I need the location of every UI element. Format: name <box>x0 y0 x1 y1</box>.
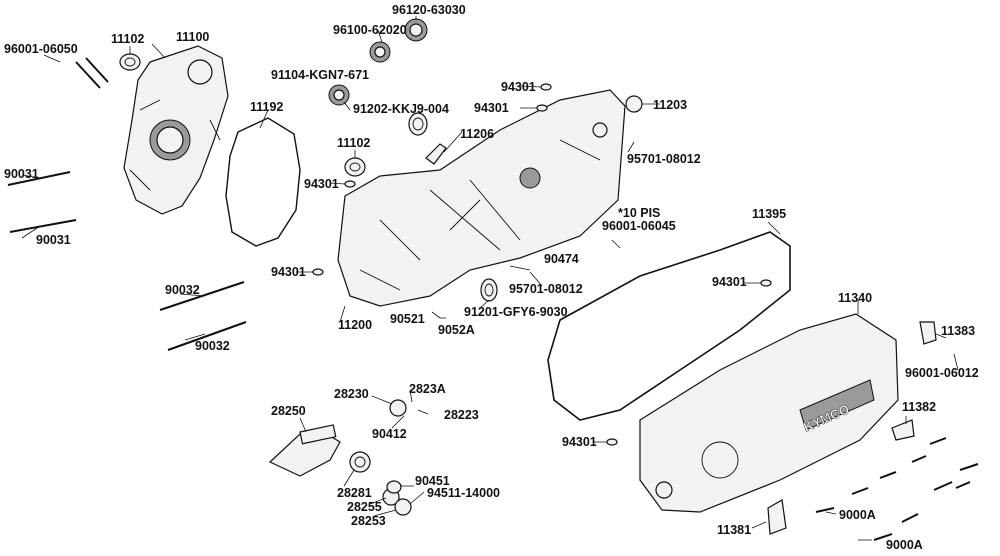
bushing-90451 <box>386 480 402 494</box>
label-11382: 11382 <box>902 400 937 414</box>
label-11200: 11200 <box>338 318 373 332</box>
bracket-11382 <box>891 419 915 441</box>
label-11395: 11395 <box>752 207 787 221</box>
label-28223: 28223 <box>444 408 479 422</box>
label-11192: 11192 <box>250 100 284 114</box>
label-11206: 11206 <box>460 127 495 141</box>
label-90031-b: 90031 <box>36 233 71 247</box>
leader-lines <box>21 16 959 541</box>
label-11381: 11381 <box>717 523 752 537</box>
label-94301-d: 94301 <box>712 275 747 289</box>
left-crankcase-11100 <box>123 45 229 215</box>
cap-94511 <box>394 498 412 516</box>
bushing-11102-top <box>119 53 141 71</box>
label-96001-06012: 96001-06012 <box>905 366 979 380</box>
label-96100-62020: 96100-62020 <box>333 23 407 37</box>
spindle-28281 <box>349 451 371 473</box>
label-94301-f: 94301 <box>562 435 597 449</box>
cover-bolts-9000a <box>815 437 979 541</box>
label-11102-top: 11102 <box>111 32 145 46</box>
label-28230: 28230 <box>334 387 369 401</box>
label-11100: 11100 <box>176 30 210 44</box>
label-90474: 90474 <box>544 252 579 266</box>
label-9000a-a: 9000A <box>839 508 876 522</box>
label-2823a: 2823A <box>409 382 446 396</box>
label-10-pis: *10 PIS <box>618 206 661 220</box>
label-90032-a: 90032 <box>165 283 200 297</box>
seal-91202-kkj9 <box>408 112 428 136</box>
label-90032-b: 90032 <box>195 339 230 353</box>
label-96120-63030: 96120-63030 <box>392 3 466 17</box>
bearing-96120-63030 <box>404 18 428 42</box>
label-28255: 28255 <box>347 500 382 514</box>
bearing-91104-kgn7 <box>328 84 350 106</box>
label-11102-mid: 11102 <box>337 136 371 150</box>
label-11340: 11340 <box>838 291 873 305</box>
kick-gear-28250 <box>268 424 341 477</box>
label-91201-gfy6-9030: 91201-GFY6-9030 <box>464 305 568 319</box>
label-90031-a: 90031 <box>4 167 39 181</box>
label-96001-06050: 96001-06050 <box>4 42 78 56</box>
label-28253: 28253 <box>351 514 386 528</box>
bolts-96001-06050 <box>75 57 109 89</box>
bushing-11203 <box>625 95 643 113</box>
outer-cover-11340 <box>639 313 899 513</box>
label-9000a-b: 9000A <box>886 538 923 552</box>
label-95701-08012-a: 95701-08012 <box>627 152 701 166</box>
clip-11383 <box>919 321 937 345</box>
label-91104-kgn7-671: 91104-KGN7-671 <box>271 68 369 82</box>
label-28281: 28281 <box>337 486 372 500</box>
bearing-96100-62020 <box>369 41 391 63</box>
label-95701-08012-b: 95701-08012 <box>509 282 583 296</box>
label-11383: 11383 <box>941 324 976 338</box>
label-94301-c: 94301 <box>304 177 339 191</box>
bracket-11381 <box>767 499 787 535</box>
label-94301-b: 94301 <box>474 101 509 115</box>
label-28250: 28250 <box>271 404 306 418</box>
label-91202-kkj9-004: 91202-KKJ9-004 <box>353 102 449 116</box>
bushing-11102-mid <box>344 157 366 177</box>
label-94301-a: 94301 <box>501 80 536 94</box>
label-94301-e: 94301 <box>271 265 306 279</box>
gasket-11395 <box>547 231 791 421</box>
label-11203: 11203 <box>653 98 688 112</box>
label-96001-06045: 96001-06045 <box>602 219 676 233</box>
label-90521: 90521 <box>390 312 425 326</box>
label-94511-14000: 94511-14000 <box>427 486 500 500</box>
right-crankcase-11200 <box>337 89 626 307</box>
label-9052a: 9052A <box>438 323 475 337</box>
stud-bolts-90031 <box>7 171 77 233</box>
bracket-11206 <box>425 143 447 165</box>
label-90412: 90412 <box>372 427 407 441</box>
spindle-28230 <box>389 399 407 417</box>
seal-91201-gfy6 <box>480 278 498 302</box>
label-90451: 90451 <box>415 474 450 488</box>
gasket-11192 <box>225 117 301 247</box>
